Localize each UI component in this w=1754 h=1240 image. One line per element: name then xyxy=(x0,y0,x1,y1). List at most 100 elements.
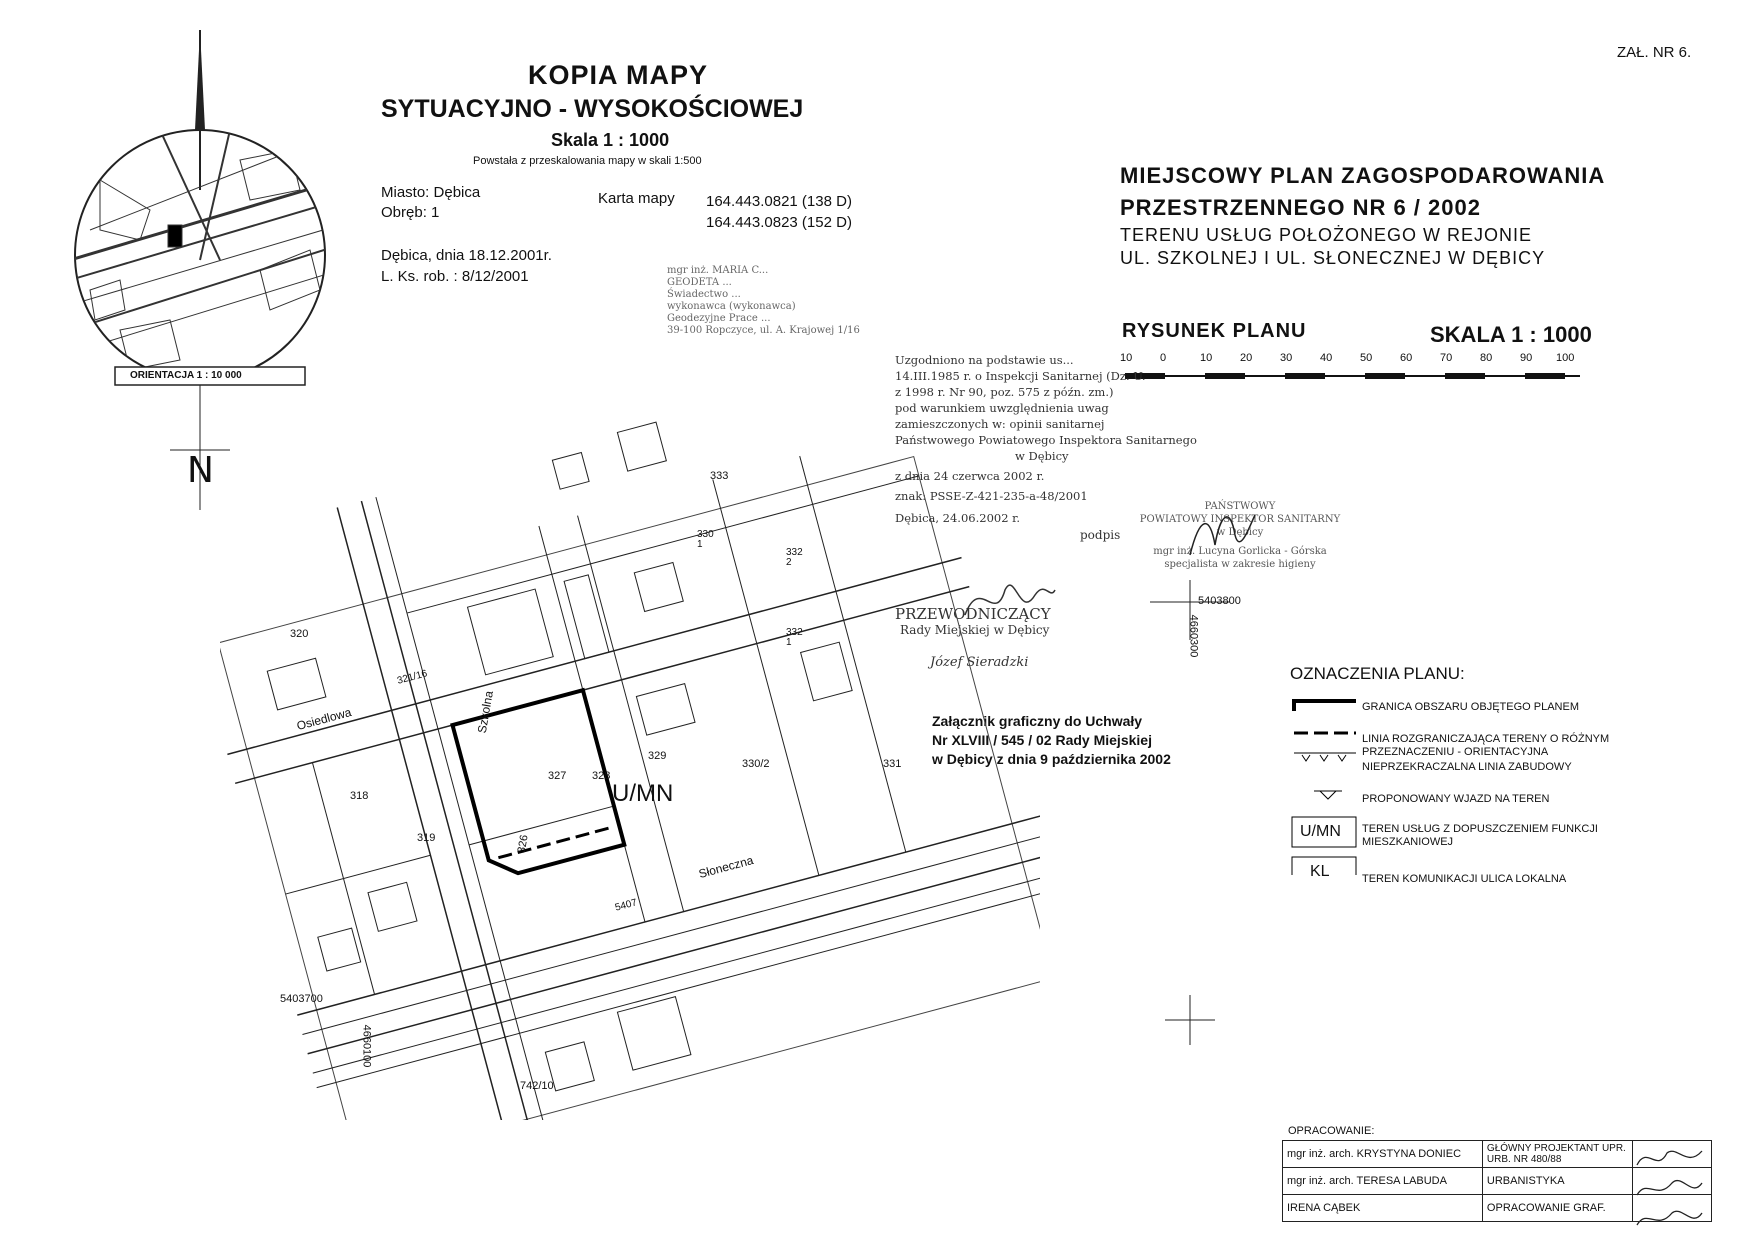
approval-line: 14.III.1985 r. o Inspekcji Sanitarnej (D… xyxy=(895,369,1146,383)
attachment-note-3: w Dębicy z dnia 9 października 2002 xyxy=(932,751,1171,767)
north-arrow-head xyxy=(195,30,205,130)
legend-code-umn: U/MN xyxy=(1300,823,1341,840)
sanitary-approval: Uzgodniono na podstawie us... 14.III.198… xyxy=(895,352,1225,526)
credits-table: mgr inż. arch. KRYSTYNA DONIEC GŁÓWNY PR… xyxy=(1282,1140,1713,1222)
scale-bar xyxy=(1125,373,1580,379)
approval-line: w Dębicy xyxy=(1015,449,1069,463)
survey-city: Miasto: Dębica xyxy=(381,184,481,201)
scale-tick: 70 xyxy=(1440,352,1453,364)
approval-line: pod warunkiem uwzględnienia uwag xyxy=(895,401,1109,415)
attachment-number: ZAŁ. NR 6. xyxy=(1617,44,1692,61)
credit-role: OPRACOWANIE GRAF. xyxy=(1481,1194,1633,1222)
approval-line: z 1998 r. Nr 90, poz. 575 z późn. zm.) xyxy=(895,385,1114,399)
stamp-line: mgr inż. Lucyna Gorlicka - Górska xyxy=(1153,546,1327,557)
survey-scale-note: Powstała z przeskalowania mapy w skali 1… xyxy=(473,155,702,167)
legend-code-kl: KL xyxy=(1310,863,1330,880)
coord-n-1: 5403800 xyxy=(1198,595,1241,607)
scale-tick: 80 xyxy=(1480,352,1493,364)
plan-subtitle-1: TERENU USŁUG POŁOŻONEGO W REJONIE xyxy=(1120,225,1533,245)
scale-tick: 0 xyxy=(1160,352,1167,364)
stamp-line: mgr inż. MARIA C... xyxy=(667,265,769,276)
legend-title: OZNACZENIA PLANU: xyxy=(1290,664,1465,683)
scale-tick: 10 xyxy=(1200,352,1213,364)
survey-title: KOPIA MAPY xyxy=(528,60,709,90)
parcel-319: 319 xyxy=(417,832,436,844)
credits-header: OPRACOWANIE: xyxy=(1288,1125,1375,1137)
coord-e-2: 4660100 xyxy=(360,1024,373,1068)
scale-tick: 10 xyxy=(1120,352,1133,364)
council-chair-title: PRZEWODNICZĄCY xyxy=(895,605,1051,623)
site-map xyxy=(220,421,1040,1120)
plan-number: PRZESTRZENNEGO NR 6 / 2002 xyxy=(1120,195,1481,220)
north-letter: N xyxy=(187,450,214,491)
parcel-330-2: 330/2 xyxy=(742,758,770,770)
legend-item-boundary: GRANICA OBSZARU OBJĘTEGO PLANEM xyxy=(1362,701,1579,713)
drawing-label: RYSUNEK PLANU xyxy=(1122,320,1307,342)
coord-cross-se xyxy=(1165,995,1215,1045)
credit-role: URBANISTYKA xyxy=(1481,1167,1633,1195)
legend-item-entrance: PROPONOWANY WJAZD NA TEREN xyxy=(1362,793,1550,805)
inset-map-lines xyxy=(75,130,325,371)
survey-ledger: L. Ks. rob. : 8/12/2001 xyxy=(381,268,529,285)
credits-row: mgr inż. arch. KRYSTYNA DONIEC GŁÓWNY PR… xyxy=(1282,1140,1713,1168)
stamp-line: Świadectwo ... xyxy=(667,289,741,300)
orientation-inset xyxy=(74,30,326,510)
parcel-331: 331 xyxy=(883,758,902,770)
sheet-label: Karta mapy xyxy=(598,190,675,207)
plan-title: MIEJSCOWY PLAN ZAGOSPODAROWANIA xyxy=(1120,163,1606,188)
credit-name: mgr inż. arch. KRYSTYNA DONIEC xyxy=(1282,1140,1483,1168)
legend-item-kl: TEREN KOMUNIKACJI ULICA LOKALNA xyxy=(1362,873,1567,885)
credit-name: mgr inż. arch. TERESA LABUDA xyxy=(1282,1167,1483,1195)
approval-line: znak: PSSE-Z-421-235-a-48/2001 xyxy=(895,489,1088,503)
coord-n-2: 5403700 xyxy=(280,993,323,1005)
parcel-320: 320 xyxy=(290,628,309,640)
approval-signature-label: podpis xyxy=(1080,528,1121,542)
scale-tick: 90 xyxy=(1520,352,1533,364)
stamp-line: specjalista w zakresie higieny xyxy=(1164,559,1316,570)
approval-line: Uzgodniono na podstawie us... xyxy=(895,353,1074,367)
approval-line: z dnia 24 czerwca 2002 r. xyxy=(895,469,1045,483)
stamp-line: wykonawca (wykonawca) xyxy=(667,301,796,312)
scale-tick: 20 xyxy=(1240,352,1253,364)
parcel-328: 328 xyxy=(592,770,611,782)
stamp-line: POWIATOWY INSPEKTOR SANITARNY xyxy=(1139,514,1341,525)
inset-scale-label: ORIENTACJA 1 : 10 000 xyxy=(130,370,242,381)
council-signature xyxy=(964,584,1056,616)
attachment-note-1: Załącznik graficzny do Uchwały xyxy=(932,713,1143,729)
coord-e-1: 4660300 xyxy=(1187,614,1200,658)
parcel-329: 329 xyxy=(648,750,667,762)
stamp-line: Geodezyjne Prace ... xyxy=(667,313,771,324)
approval-line: Dębica, 24.06.2002 r. xyxy=(895,511,1021,525)
survey-precinct: Obręb: 1 xyxy=(381,204,440,221)
zone-label: U/MN xyxy=(612,780,674,807)
survey-date: Dębica, dnia 18.12.2001r. xyxy=(381,247,552,264)
legend-symbols xyxy=(1291,699,1357,875)
parcel-327: 327 xyxy=(548,770,567,782)
scale-tick: 40 xyxy=(1320,352,1333,364)
inspector-stamp: PAŃSTWOWY POWIATOWY INSPEKTOR SANITARNY … xyxy=(1130,500,1350,571)
inspector-signature xyxy=(1189,514,1256,556)
attachment-note-2: Nr XLVIII / 545 / 02 Rady Miejskiej xyxy=(932,732,1152,748)
credits-row: mgr inż. arch. TERESA LABUDA URBANISTYKA xyxy=(1282,1167,1713,1195)
credit-role: GŁÓWNY PROJEKTANT UPR. URB. NR 480/88 xyxy=(1481,1140,1633,1168)
sheet-number-1: 164.443.0821 (138 D) xyxy=(706,193,852,210)
credit-name: IRENA CĄBEK xyxy=(1282,1194,1483,1222)
parcel-742-10: 742/10 xyxy=(520,1080,554,1092)
legend-item-dividing-line: LINIA ROZGRANICZAJĄCA TERENY O RÓŻNYM PR… xyxy=(1362,733,1610,758)
parcel-332-1: 332 1 xyxy=(786,627,803,648)
credits-row: IRENA CĄBEK OPRACOWANIE GRAF. xyxy=(1282,1194,1713,1222)
scale-tick: 30 xyxy=(1280,352,1293,364)
credit-signatures xyxy=(1636,1150,1703,1226)
scale-tick: 100 xyxy=(1556,352,1575,364)
parcel-330-1: 330 1 xyxy=(697,529,714,550)
legend-item-umn: TEREN USŁUG Z DOPUSZCZENIEM FUNKCJI MIES… xyxy=(1362,823,1598,848)
approval-line: zamieszczonych w: opinii sanitarnej xyxy=(895,417,1105,431)
parcel-332-2: 332 2 xyxy=(786,547,803,568)
stamp-line: w Dębicy xyxy=(1216,527,1264,538)
coord-cross-ne xyxy=(1150,580,1230,640)
survey-subtitle: SYTUACYJNO - WYSOKOŚCIOWEJ xyxy=(381,95,804,123)
parcel-318: 318 xyxy=(350,790,369,802)
stamp-line: GEODETA ... xyxy=(667,277,732,288)
legend: GRANICA OBSZARU OBJĘTEGO PLANEM LINIA RO… xyxy=(1290,695,1670,895)
legend-item-building-line: NIEPRZEKRACZALNA LINIA ZABUDOWY xyxy=(1362,761,1572,773)
